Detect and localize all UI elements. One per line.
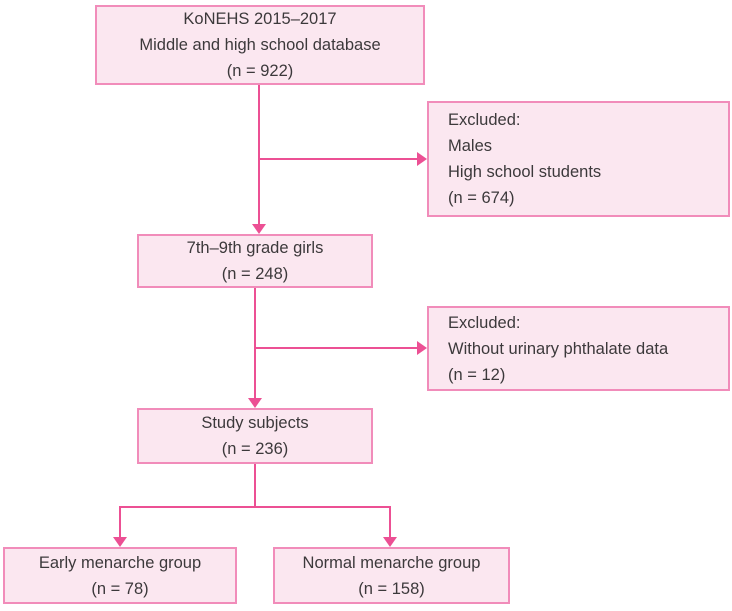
arrowhead-down-icon <box>383 537 397 547</box>
node-study-subjects: Study subjects (n = 236) <box>137 408 373 464</box>
node-text-line: (n = 78) <box>91 579 149 598</box>
connector-to-excluded-2 <box>255 347 419 349</box>
node-text-line: (n = 12) <box>448 365 506 384</box>
node-excluded-males-high-school: Excluded: Males High school students (n … <box>427 101 730 217</box>
connector-split-bar <box>119 506 391 508</box>
connector-database-to-girls <box>258 85 260 226</box>
connector-to-normal-group <box>389 506 391 538</box>
node-text-line: Study subjects <box>201 414 309 432</box>
node-text-line: (n = 674) <box>448 189 515 207</box>
node-text-line: High school students <box>448 163 602 181</box>
connector-girls-to-subjects <box>254 288 256 400</box>
connector-to-excluded-1 <box>259 158 419 160</box>
node-text-line: Excluded: <box>448 313 521 332</box>
node-text-line: Without urinary phthalate data <box>448 339 669 358</box>
node-grade-girls: 7th–9th grade girls (n = 248) <box>137 234 373 288</box>
node-text-line: Excluded: <box>448 111 521 129</box>
node-text-line: (n = 236) <box>221 440 289 458</box>
arrowhead-right-icon <box>417 152 427 166</box>
arrowhead-down-icon <box>252 224 266 234</box>
node-text-line: (n = 248) <box>221 265 289 283</box>
node-text-line: Middle and high school database <box>139 36 381 54</box>
node-konehs-database: KoNEHS 2015–2017 Middle and high school … <box>95 5 425 85</box>
node-text-line: KoNEHS 2015–2017 <box>183 10 337 28</box>
connector-to-early-group <box>119 506 121 538</box>
node-excluded-without-phthalate: Excluded: Without urinary phthalate data… <box>427 306 730 391</box>
node-text-line: 7th–9th grade girls <box>186 239 324 257</box>
node-text-line: Early menarche group <box>38 553 202 572</box>
node-text-line: Normal menarche group <box>302 553 481 572</box>
connector-subjects-stem <box>254 464 256 508</box>
node-early-menarche-group: Early menarche group (n = 78) <box>3 547 237 604</box>
arrowhead-down-icon <box>248 398 262 408</box>
node-text-line: (n = 158) <box>358 579 425 598</box>
node-normal-menarche-group: Normal menarche group (n = 158) <box>273 547 510 604</box>
arrowhead-down-icon <box>113 537 127 547</box>
node-text-line: Males <box>448 137 493 155</box>
node-text-line: (n = 922) <box>226 62 294 80</box>
arrowhead-right-icon <box>417 341 427 355</box>
